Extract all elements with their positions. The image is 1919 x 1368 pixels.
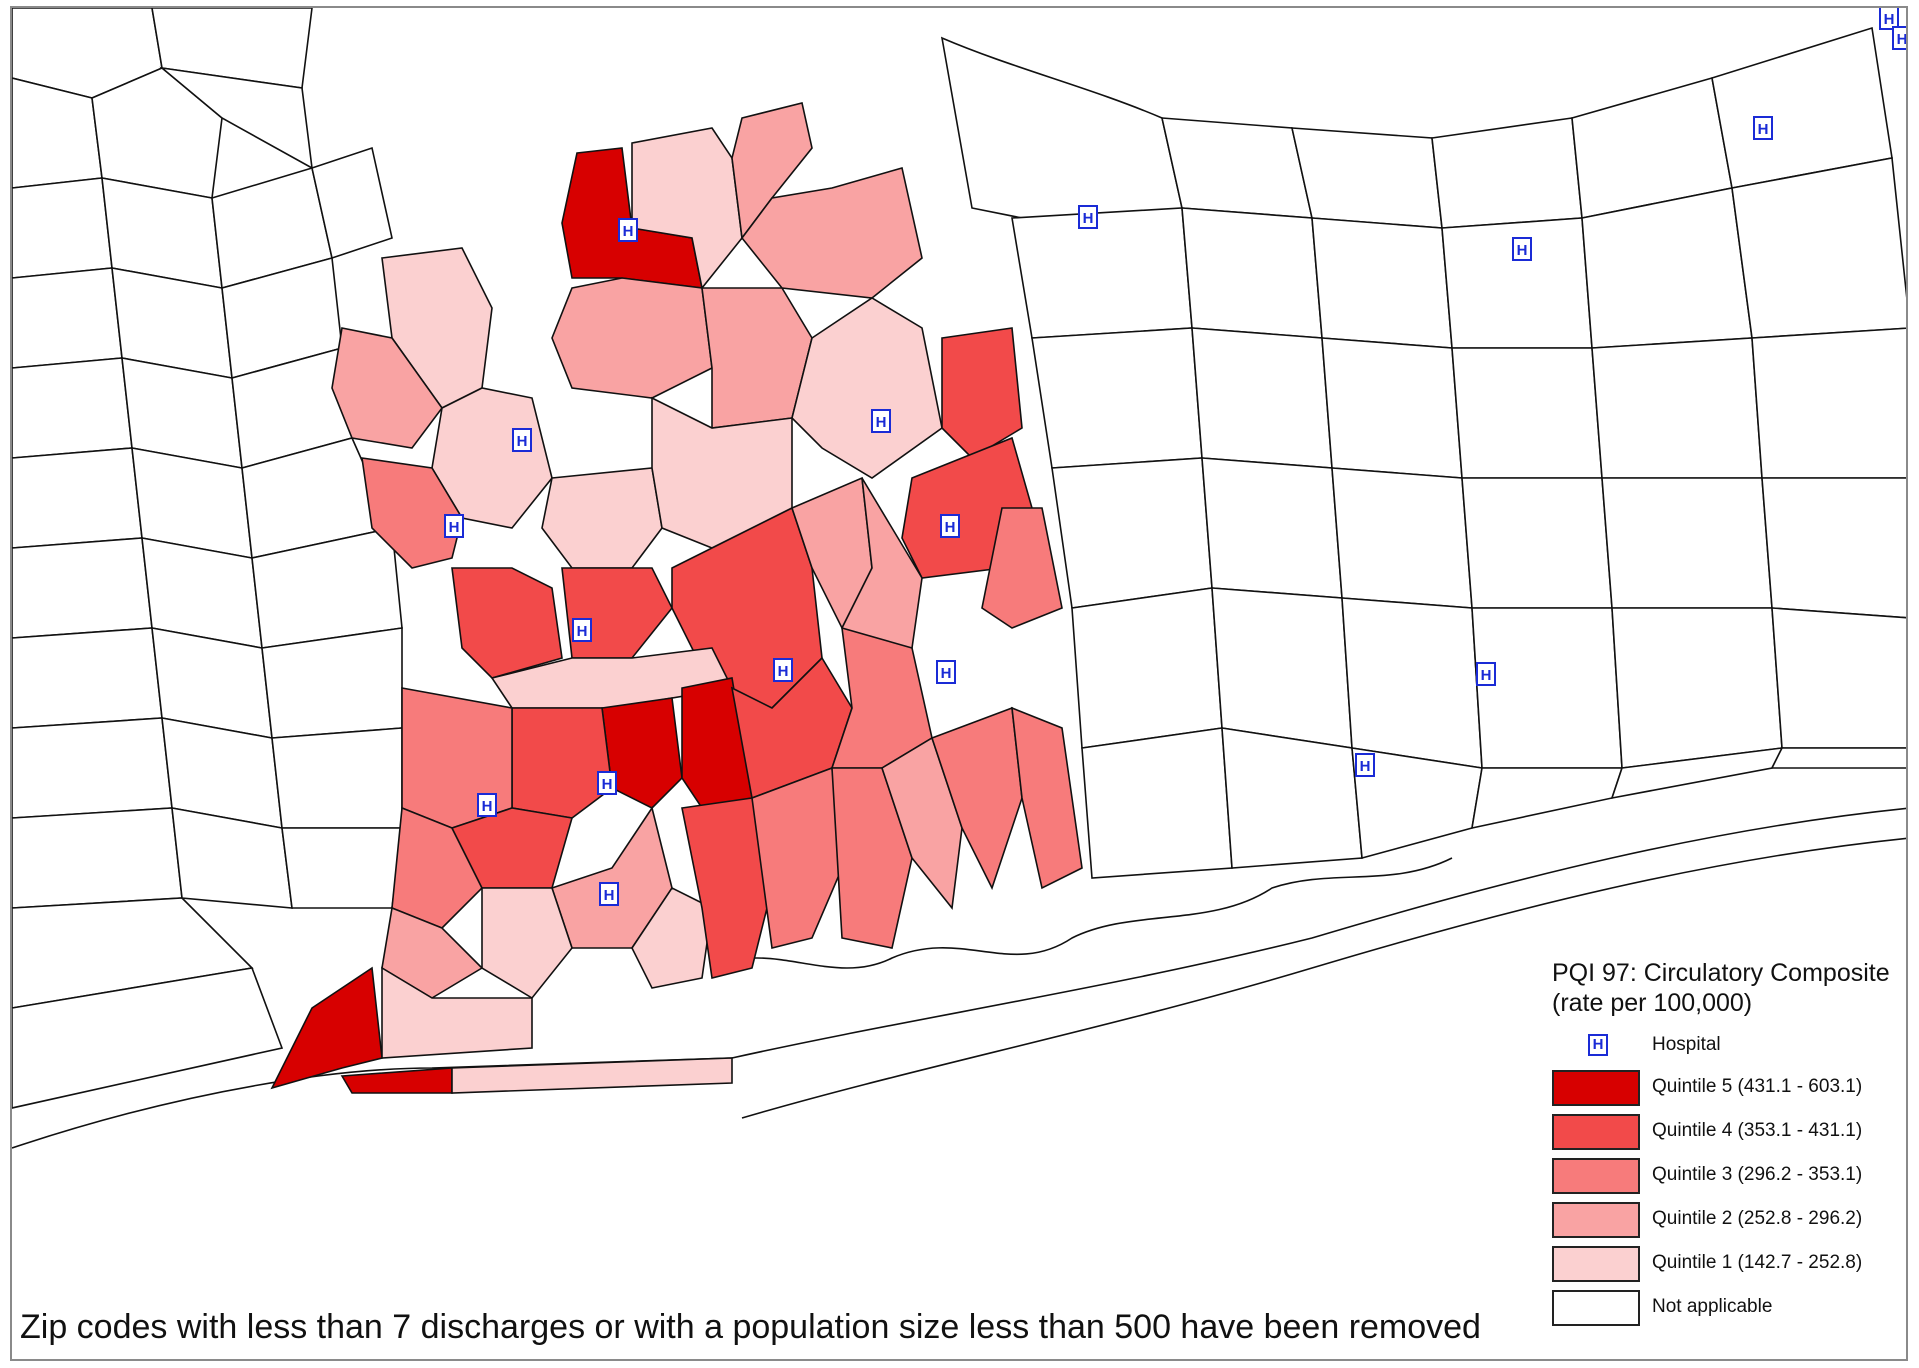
zip-q1 <box>631 127 743 290</box>
legend-swatch <box>1552 1246 1640 1282</box>
legend-swatch <box>1552 1070 1640 1106</box>
legend-class-label: Not applicable <box>1652 1296 1773 1317</box>
hospital-icon: H <box>1355 753 1375 777</box>
hospital-icon: H <box>1078 205 1098 229</box>
svg-text:H: H <box>1758 121 1769 138</box>
zip-q1 <box>381 966 533 1059</box>
legend-class-row: Quintile 1 (142.7 - 252.8) <box>1552 1242 1906 1286</box>
barrier-island-inner <box>741 837 1906 1119</box>
legend-class-row: Quintile 2 (252.8 - 296.2) <box>1552 1198 1906 1242</box>
legend-classes: Quintile 5 (431.1 - 603.1) Quintile 4 (35… <box>1552 1066 1906 1330</box>
legend-subtitle: (rate per 100,000) <box>1552 989 1753 1017</box>
zip-q2 <box>381 906 484 999</box>
svg-text:H: H <box>1360 758 1371 775</box>
legend-class-label: Quintile 1 (142.7 - 252.8) <box>1652 1252 1863 1273</box>
legend-class-row: Not applicable <box>1552 1286 1906 1330</box>
legend-class-label: Quintile 5 (431.1 - 603.1) <box>1652 1076 1863 1097</box>
hospital-icon: H <box>1512 237 1532 261</box>
svg-text:H: H <box>1897 31 1908 48</box>
legend-swatch <box>1552 1290 1640 1326</box>
legend-swatch <box>1552 1158 1640 1194</box>
hospital-icon: H <box>477 793 497 817</box>
zip-q3 <box>831 767 913 949</box>
legend-class-label: Quintile 2 (252.8 - 296.2) <box>1652 1208 1863 1229</box>
zip-q3 <box>1011 706 1083 890</box>
map-frame: H H H H H H H H H H H H H H H H H H PQI … <box>10 6 1908 1361</box>
zip-q2 <box>551 277 713 399</box>
svg-text:H: H <box>1481 667 1492 684</box>
svg-text:H: H <box>1083 210 1094 227</box>
svg-text:H: H <box>623 223 634 240</box>
zip-q1 <box>451 1057 733 1094</box>
hospital-icon: H <box>512 428 532 452</box>
zip-q4 <box>561 567 673 659</box>
svg-text:H: H <box>517 433 528 450</box>
legend-class-label: Quintile 3 (296.2 - 353.1) <box>1652 1164 1863 1185</box>
zip-q4 <box>451 567 563 679</box>
svg-text:H: H <box>941 665 952 682</box>
legend-class-row: Quintile 4 (353.1 - 431.1) <box>1552 1110 1906 1154</box>
na-zip-layer-east <box>940 26 1906 879</box>
zip-q3 <box>361 457 463 569</box>
legend-class-row: Quintile 3 (296.2 - 353.1) <box>1552 1154 1906 1198</box>
hospital-icon: H <box>936 660 956 684</box>
zip-q2 <box>331 327 443 449</box>
svg-text:H: H <box>945 519 956 536</box>
zip-q3 <box>981 507 1063 629</box>
hospital-icon: H <box>444 514 464 538</box>
zip-q3 <box>930 706 1023 891</box>
svg-text:H: H <box>604 887 615 904</box>
svg-text:H: H <box>778 663 789 680</box>
hospital-icon: H <box>572 618 592 642</box>
svg-text:H: H <box>577 623 588 640</box>
zip-q4 <box>511 707 613 819</box>
legend-swatch <box>1552 1114 1640 1150</box>
svg-text:H: H <box>449 519 460 536</box>
svg-text:H: H <box>1517 242 1528 259</box>
svg-text:H: H <box>876 414 887 431</box>
zip-code-map: H H H H H H H H H H H H H H H H H H <box>12 8 1908 1149</box>
zip-q5 <box>270 966 383 1090</box>
hospital-icon: H <box>871 409 891 433</box>
hospital-icon: H <box>1588 1034 1608 1056</box>
zip-q2 <box>740 166 923 299</box>
legend-hospital-label: Hospital <box>1652 1034 1721 1055</box>
svg-text:H: H <box>482 798 493 815</box>
hospital-icon: H <box>1753 116 1773 140</box>
map-legend: PQI 97: Circulatory Composite (rate per … <box>1552 958 1906 1330</box>
zip-q3 <box>751 766 843 949</box>
legend-title: PQI 97: Circulatory Composite <box>1552 959 1890 987</box>
svg-text:H: H <box>1884 11 1895 28</box>
hospital-icon: H <box>1892 26 1908 50</box>
zip-q1 <box>541 467 663 569</box>
legend-class-row: Quintile 5 (431.1 - 603.1) <box>1552 1066 1906 1110</box>
na-zip-layer-west <box>12 8 403 1109</box>
hospital-icon: H <box>597 771 617 795</box>
hospital-icon: H <box>940 514 960 538</box>
zip-q1 <box>481 887 573 1000</box>
hospital-icon: H <box>618 218 638 242</box>
zip-q3 <box>391 806 483 929</box>
hospital-icon: H <box>773 658 793 682</box>
hospital-icon: H <box>1476 662 1496 686</box>
footnote: Zip codes with less than 7 discharges or… <box>20 1308 1481 1346</box>
zip-q4 <box>450 807 574 889</box>
zip-q1 <box>791 297 943 479</box>
legend-hospital-row: H Hospital <box>1552 1030 1906 1066</box>
hospital-markers: H H H H H H H H H H H H H H H H H H <box>444 8 1908 906</box>
legend-class-label: Quintile 4 (353.1 - 431.1) <box>1652 1120 1863 1141</box>
hospital-icon: H <box>1879 8 1899 30</box>
zip-q4 <box>941 327 1023 460</box>
hospital-icon: H <box>599 882 619 906</box>
south-shore-marsh <box>711 857 1453 969</box>
legend-swatch <box>1552 1202 1640 1238</box>
zip-q2 <box>881 736 963 910</box>
svg-text:H: H <box>602 776 613 793</box>
